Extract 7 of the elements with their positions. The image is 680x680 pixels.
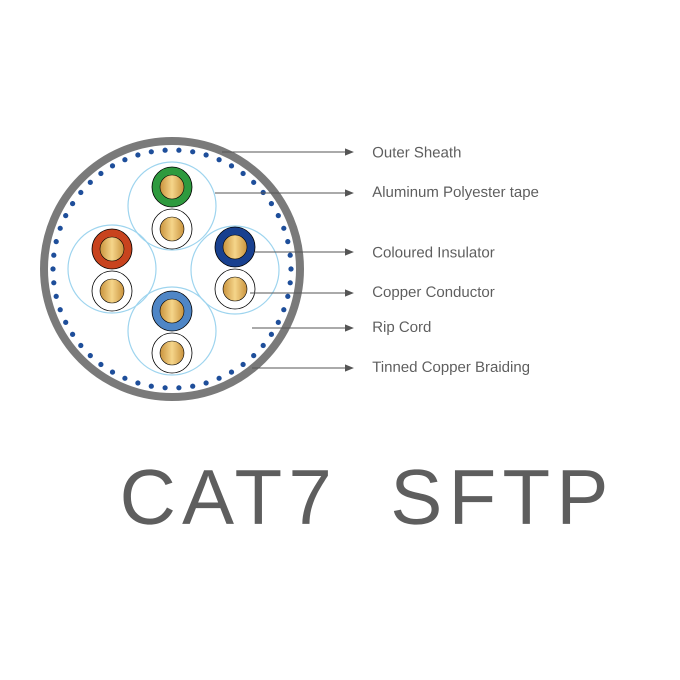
part-label: Coloured Insulator <box>372 246 494 258</box>
part-label: Copper Conductor <box>372 286 494 300</box>
part-label: Outer Sheath <box>372 146 460 158</box>
part-label: Tinned Copper Braiding <box>372 361 530 375</box>
part-label: Aluminum Polyester tape <box>372 186 538 200</box>
title-text: CAT7 SFTP <box>124 469 604 525</box>
part-label: Rip Cord <box>373 321 430 335</box>
